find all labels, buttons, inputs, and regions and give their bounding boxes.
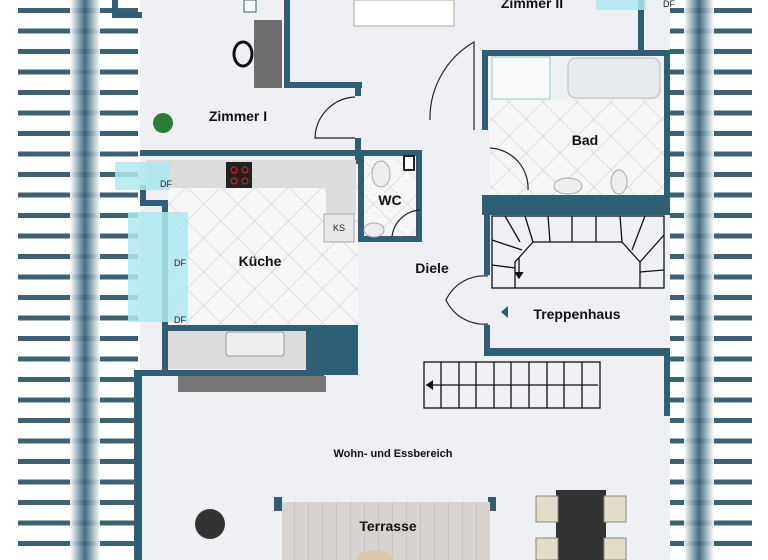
doors — [314, 40, 529, 325]
sink-icon — [225, 331, 285, 357]
ks-marker: KS — [333, 223, 345, 233]
room-label-zimmer-2: Zimmer II — [501, 0, 563, 11]
room-label-terrasse: Terrasse — [359, 518, 417, 534]
df-marker: DF — [174, 315, 186, 325]
room-label-wc: WC — [378, 192, 401, 208]
df-marker: DF — [663, 0, 675, 9]
dining-table — [556, 490, 606, 560]
chair-icon — [232, 40, 254, 68]
shower-icon — [491, 56, 551, 100]
roof-left — [18, 0, 138, 560]
room-label-diele: Diele — [415, 260, 449, 276]
lamp-icon — [195, 509, 225, 539]
sink-icon — [363, 222, 385, 238]
room-label-kueche: Küche — [239, 253, 282, 269]
df-marker: DF — [160, 179, 172, 189]
room-label-zimmer-1: Zimmer I — [209, 108, 267, 124]
skylights — [115, 0, 646, 322]
terrace — [282, 502, 490, 560]
toilet-icon — [371, 160, 391, 188]
staircase — [423, 215, 665, 409]
bathtub-icon — [567, 57, 661, 99]
toilet-icon — [610, 169, 628, 195]
room-label-bad: Bad — [572, 132, 598, 148]
sink-icon — [553, 177, 583, 195]
dining-chairs — [535, 495, 627, 560]
bar-counter — [178, 376, 326, 392]
desk — [254, 20, 282, 88]
fridge — [323, 213, 355, 243]
cooktop-icon — [226, 162, 252, 188]
room-label-wohn: Wohn- und Essbereich — [334, 448, 453, 460]
df-marker: DF — [174, 258, 186, 268]
plant-icon — [153, 113, 173, 133]
bed — [353, 0, 455, 27]
room-label-treppenhaus: Treppenhaus — [533, 306, 620, 322]
